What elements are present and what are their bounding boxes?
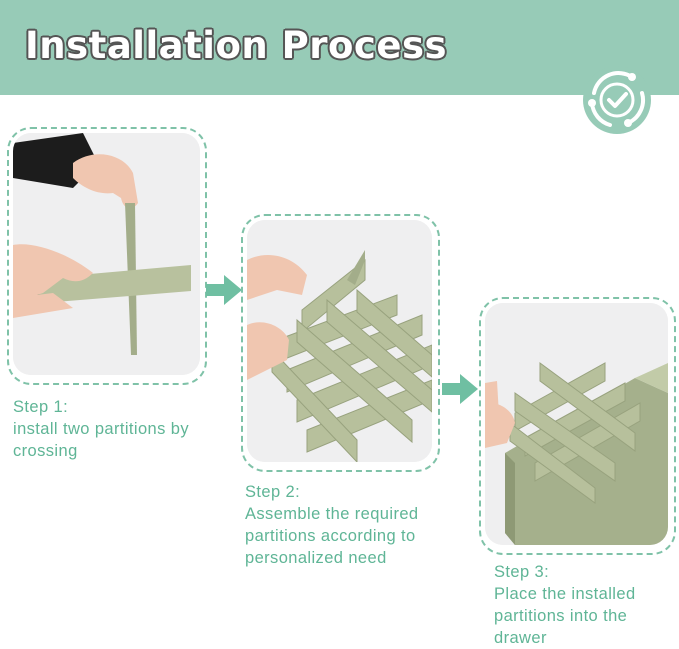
- header-band: [0, 0, 679, 95]
- check-badge-icon: [580, 63, 654, 137]
- step-2-photo: [247, 220, 432, 462]
- step-1-photo: [13, 133, 200, 375]
- right-arrow-icon: [206, 275, 242, 305]
- step-1-description: install two partitions by crossing: [13, 420, 189, 460]
- step-3-description: Place the installed partitions into the …: [494, 585, 636, 647]
- step-2-description: Assemble the required partitions accordi…: [245, 505, 419, 567]
- step-1-title: Step 1:: [13, 398, 69, 416]
- page-title: Installation Process: [25, 24, 447, 67]
- right-arrow-icon: [442, 374, 478, 404]
- step-3-title: Step 3:: [494, 563, 550, 581]
- step-2-title: Step 2:: [245, 483, 301, 501]
- step-3-photo: [485, 303, 668, 545]
